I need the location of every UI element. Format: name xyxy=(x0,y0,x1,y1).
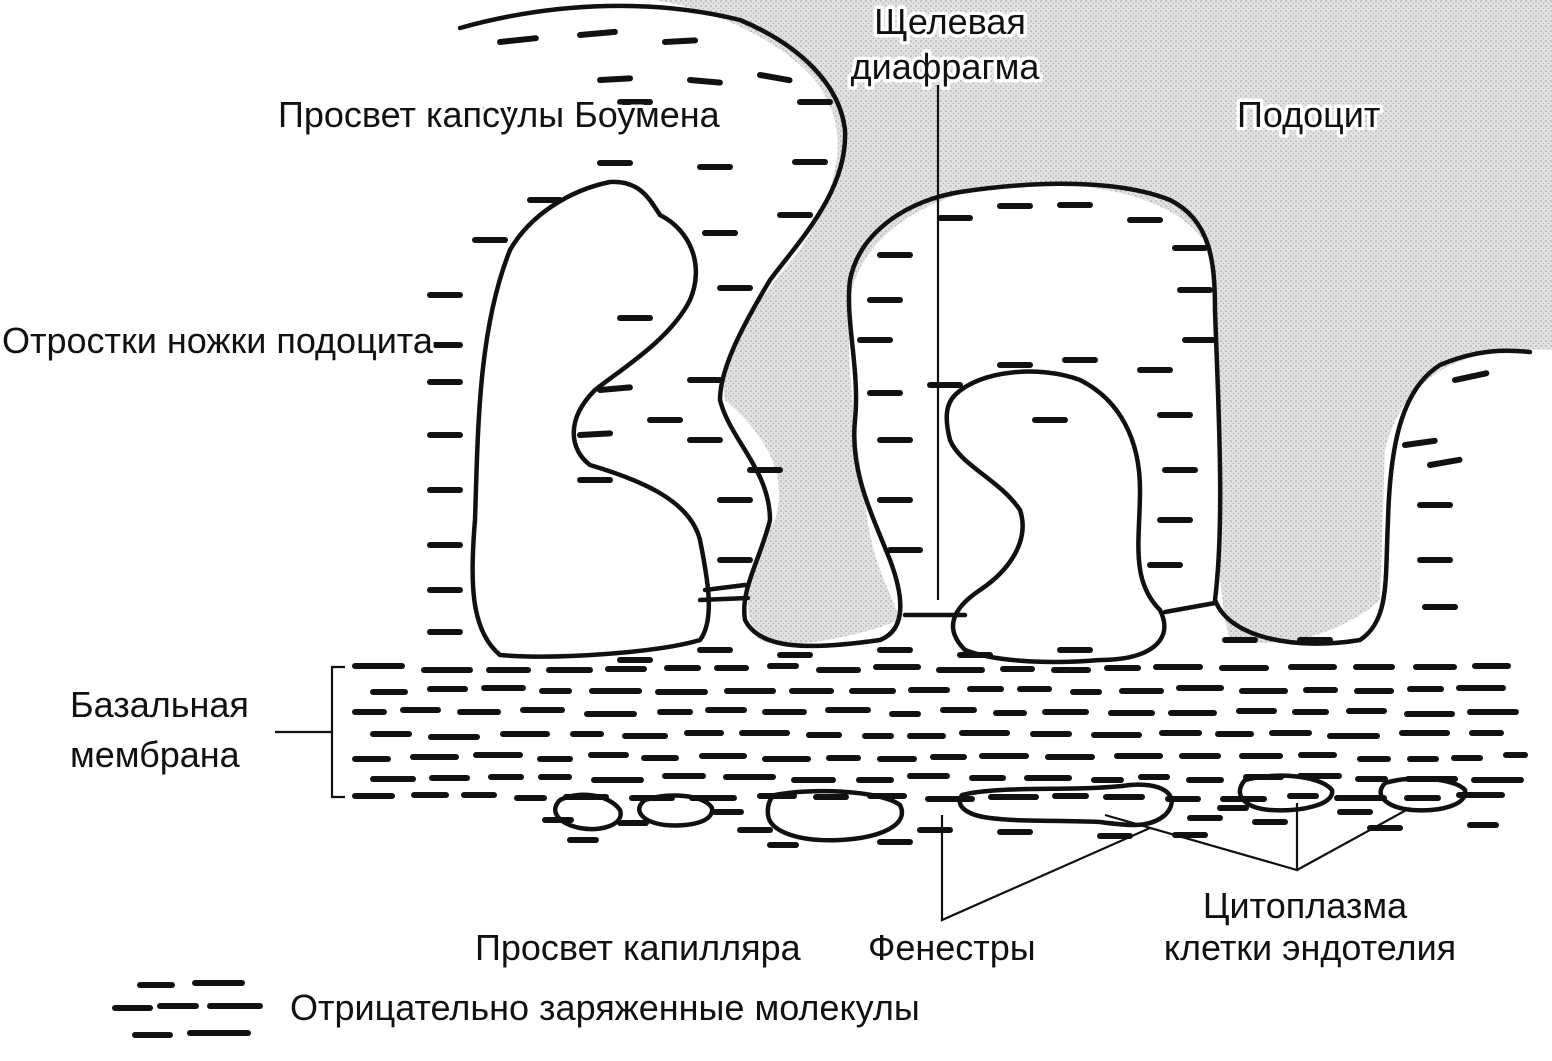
negative-charge-dash xyxy=(597,384,633,393)
label-podocyte: Подоцит xyxy=(1237,94,1380,135)
negative-charge-molecules xyxy=(427,28,1499,848)
negative-charge-dash xyxy=(687,77,723,86)
endothelial-cell-3 xyxy=(765,788,905,843)
endothelial-leaders xyxy=(1104,803,1411,872)
podocyte-cell-body xyxy=(655,0,1552,644)
label-bowman-lumen: Просвет капсулы Боумена xyxy=(278,94,721,135)
label-basement-membrane-1: Базальная xyxy=(70,684,249,725)
label-foot-processes: Отростки ножки подоцита xyxy=(2,320,434,361)
foot-process-3 xyxy=(944,369,1167,665)
foot-process-1 xyxy=(470,179,712,659)
label-slit-diaphragm-2: диафрагма xyxy=(851,46,1041,87)
negative-charge-dash xyxy=(577,430,613,438)
label-basement-membrane-2: мембрана xyxy=(70,734,241,775)
podocyte-membrane xyxy=(457,3,1533,649)
basement-membrane xyxy=(352,663,1528,802)
negative-charge-dash xyxy=(1402,437,1438,448)
negative-charge-dash xyxy=(1452,370,1490,383)
label-capillary-lumen: Просвет капилляра xyxy=(475,927,802,968)
negative-charge-dash xyxy=(577,28,618,38)
fenestrae-leaders xyxy=(940,815,1151,922)
label-endothelial-1: Цитоплазма xyxy=(1203,885,1408,926)
endothelial-cell-2 xyxy=(637,793,715,828)
legend-dash-symbol xyxy=(112,980,263,1038)
legend-label: Отрицательно заряженные молекулы xyxy=(290,987,920,1028)
negative-charge-dash xyxy=(662,37,698,45)
negative-charge-dash xyxy=(1427,456,1463,468)
endothelial-cell-4 xyxy=(957,782,1174,828)
negative-charge-dash xyxy=(497,35,539,45)
slit-diaphragm-bar-right xyxy=(1162,600,1218,615)
label-endothelial-2: клетки эндотелия xyxy=(1164,927,1456,968)
basement-membrane-bracket xyxy=(275,665,345,799)
label-slit-diaphragm-1: Щелевая xyxy=(874,1,1026,42)
legend: Отрицательно заряженные молекулы xyxy=(112,980,920,1038)
negative-charge-dash xyxy=(757,72,793,84)
endothelial-cell-6 xyxy=(1378,776,1468,813)
negative-charge-dash xyxy=(597,75,633,83)
label-fenestrae: Фенестры xyxy=(868,927,1036,968)
foot-process-1-base xyxy=(697,595,751,603)
endothelial-cell-5 xyxy=(1237,773,1335,813)
slit-diaphragm-bar-left xyxy=(702,582,748,593)
